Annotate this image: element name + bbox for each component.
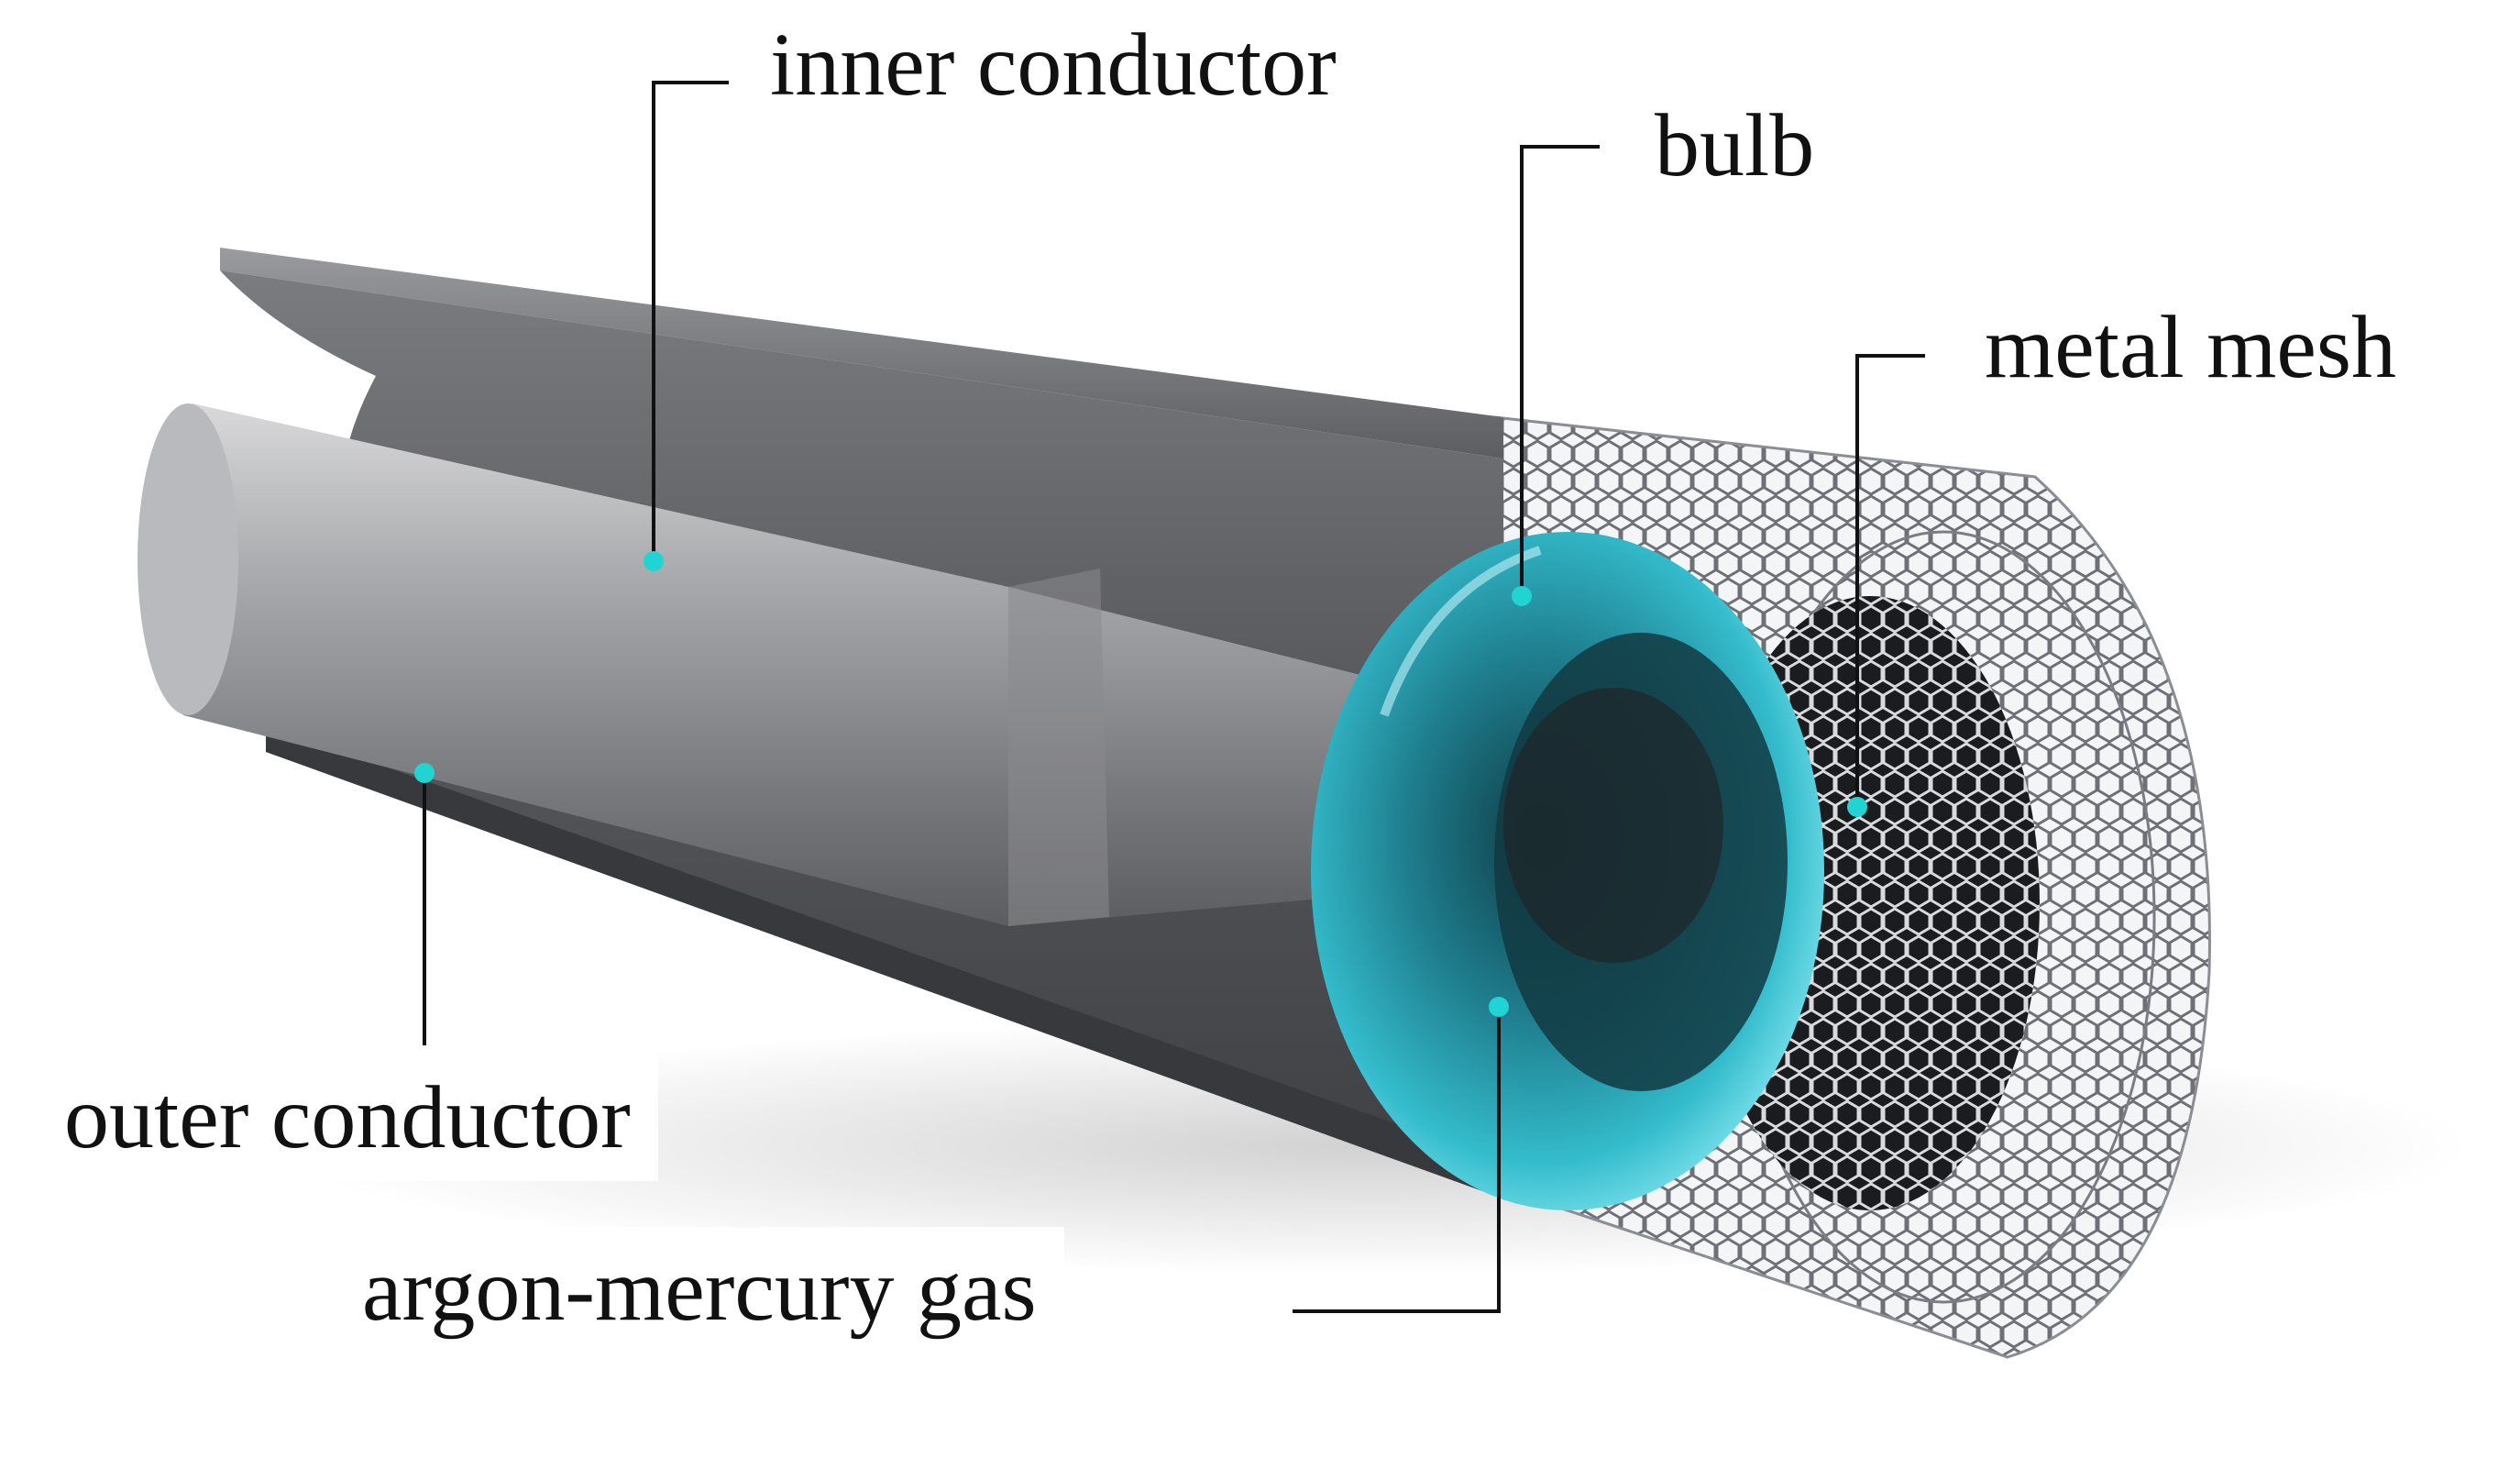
marker-inner-conductor	[644, 551, 664, 571]
marker-outer-conductor	[414, 763, 435, 783]
marker-argon-mercury-gas	[1489, 997, 1509, 1017]
leader-inner-conductor	[652, 81, 729, 561]
argon-mercury-gas-label: argon-mercury gas	[335, 1227, 1064, 1353]
inner-conductor-graphic	[138, 403, 1375, 926]
leader-lines	[423, 81, 1925, 1313]
leader-bulb	[1520, 145, 1600, 596]
bulb-graphic	[1311, 532, 1824, 1210]
markers	[414, 551, 1867, 1017]
leader-metal-mesh	[1855, 354, 1925, 807]
bulb-label: bulb	[1655, 96, 1815, 195]
leader-argon-mercury-gas	[1293, 1007, 1501, 1313]
marker-bulb	[1512, 586, 1532, 606]
inner-conductor-label: inner conductor	[770, 16, 1337, 115]
outer-conductor-label: outer conductor	[37, 1055, 658, 1181]
marker-metal-mesh	[1847, 797, 1867, 817]
metal-mesh-label: metal mesh	[1985, 298, 2397, 397]
